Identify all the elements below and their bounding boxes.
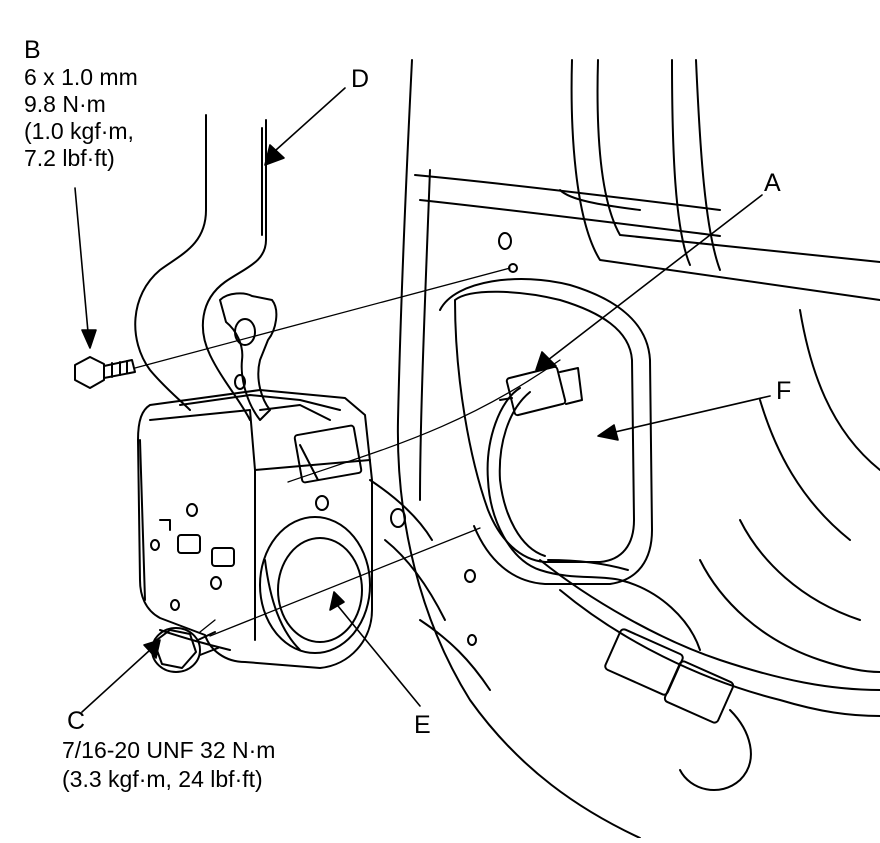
bolt-c-icon [151,627,219,673]
spec-c-torque-alt: (3.3 kgf·m, 24 lbf·ft) [62,766,263,792]
spec-b-size: 6 x 1.0 mm [24,64,138,90]
arrow-e [337,605,421,707]
arrow-b [74,187,89,333]
label-c: C [67,707,86,735]
belt-webbing [134,114,278,421]
spec-c-size-torque: 7/16-20 UNF 32 N·m [62,737,276,763]
spec-b-torque-kgfm: (1.0 kgf·m, [24,118,134,144]
body-panel [369,59,880,839]
retractor-body [137,389,373,669]
leader-lines [134,267,561,637]
callout-arrows [74,87,771,713]
label-b: B [24,36,41,64]
arrow-a [547,194,763,361]
arrow-c [81,649,151,713]
spec-b-torque-nm: 9.8 N·m [24,91,106,117]
wire-harness [486,365,752,791]
label-a: A [764,169,781,197]
arrow-d [275,87,346,151]
arrow-f [614,395,771,433]
spec-b-torque-lbfft: 7.2 lbf·ft) [24,145,115,171]
label-d: D [351,65,370,93]
label-f: F [776,377,792,405]
bolt-b-icon [74,356,136,389]
label-e: E [414,711,431,739]
